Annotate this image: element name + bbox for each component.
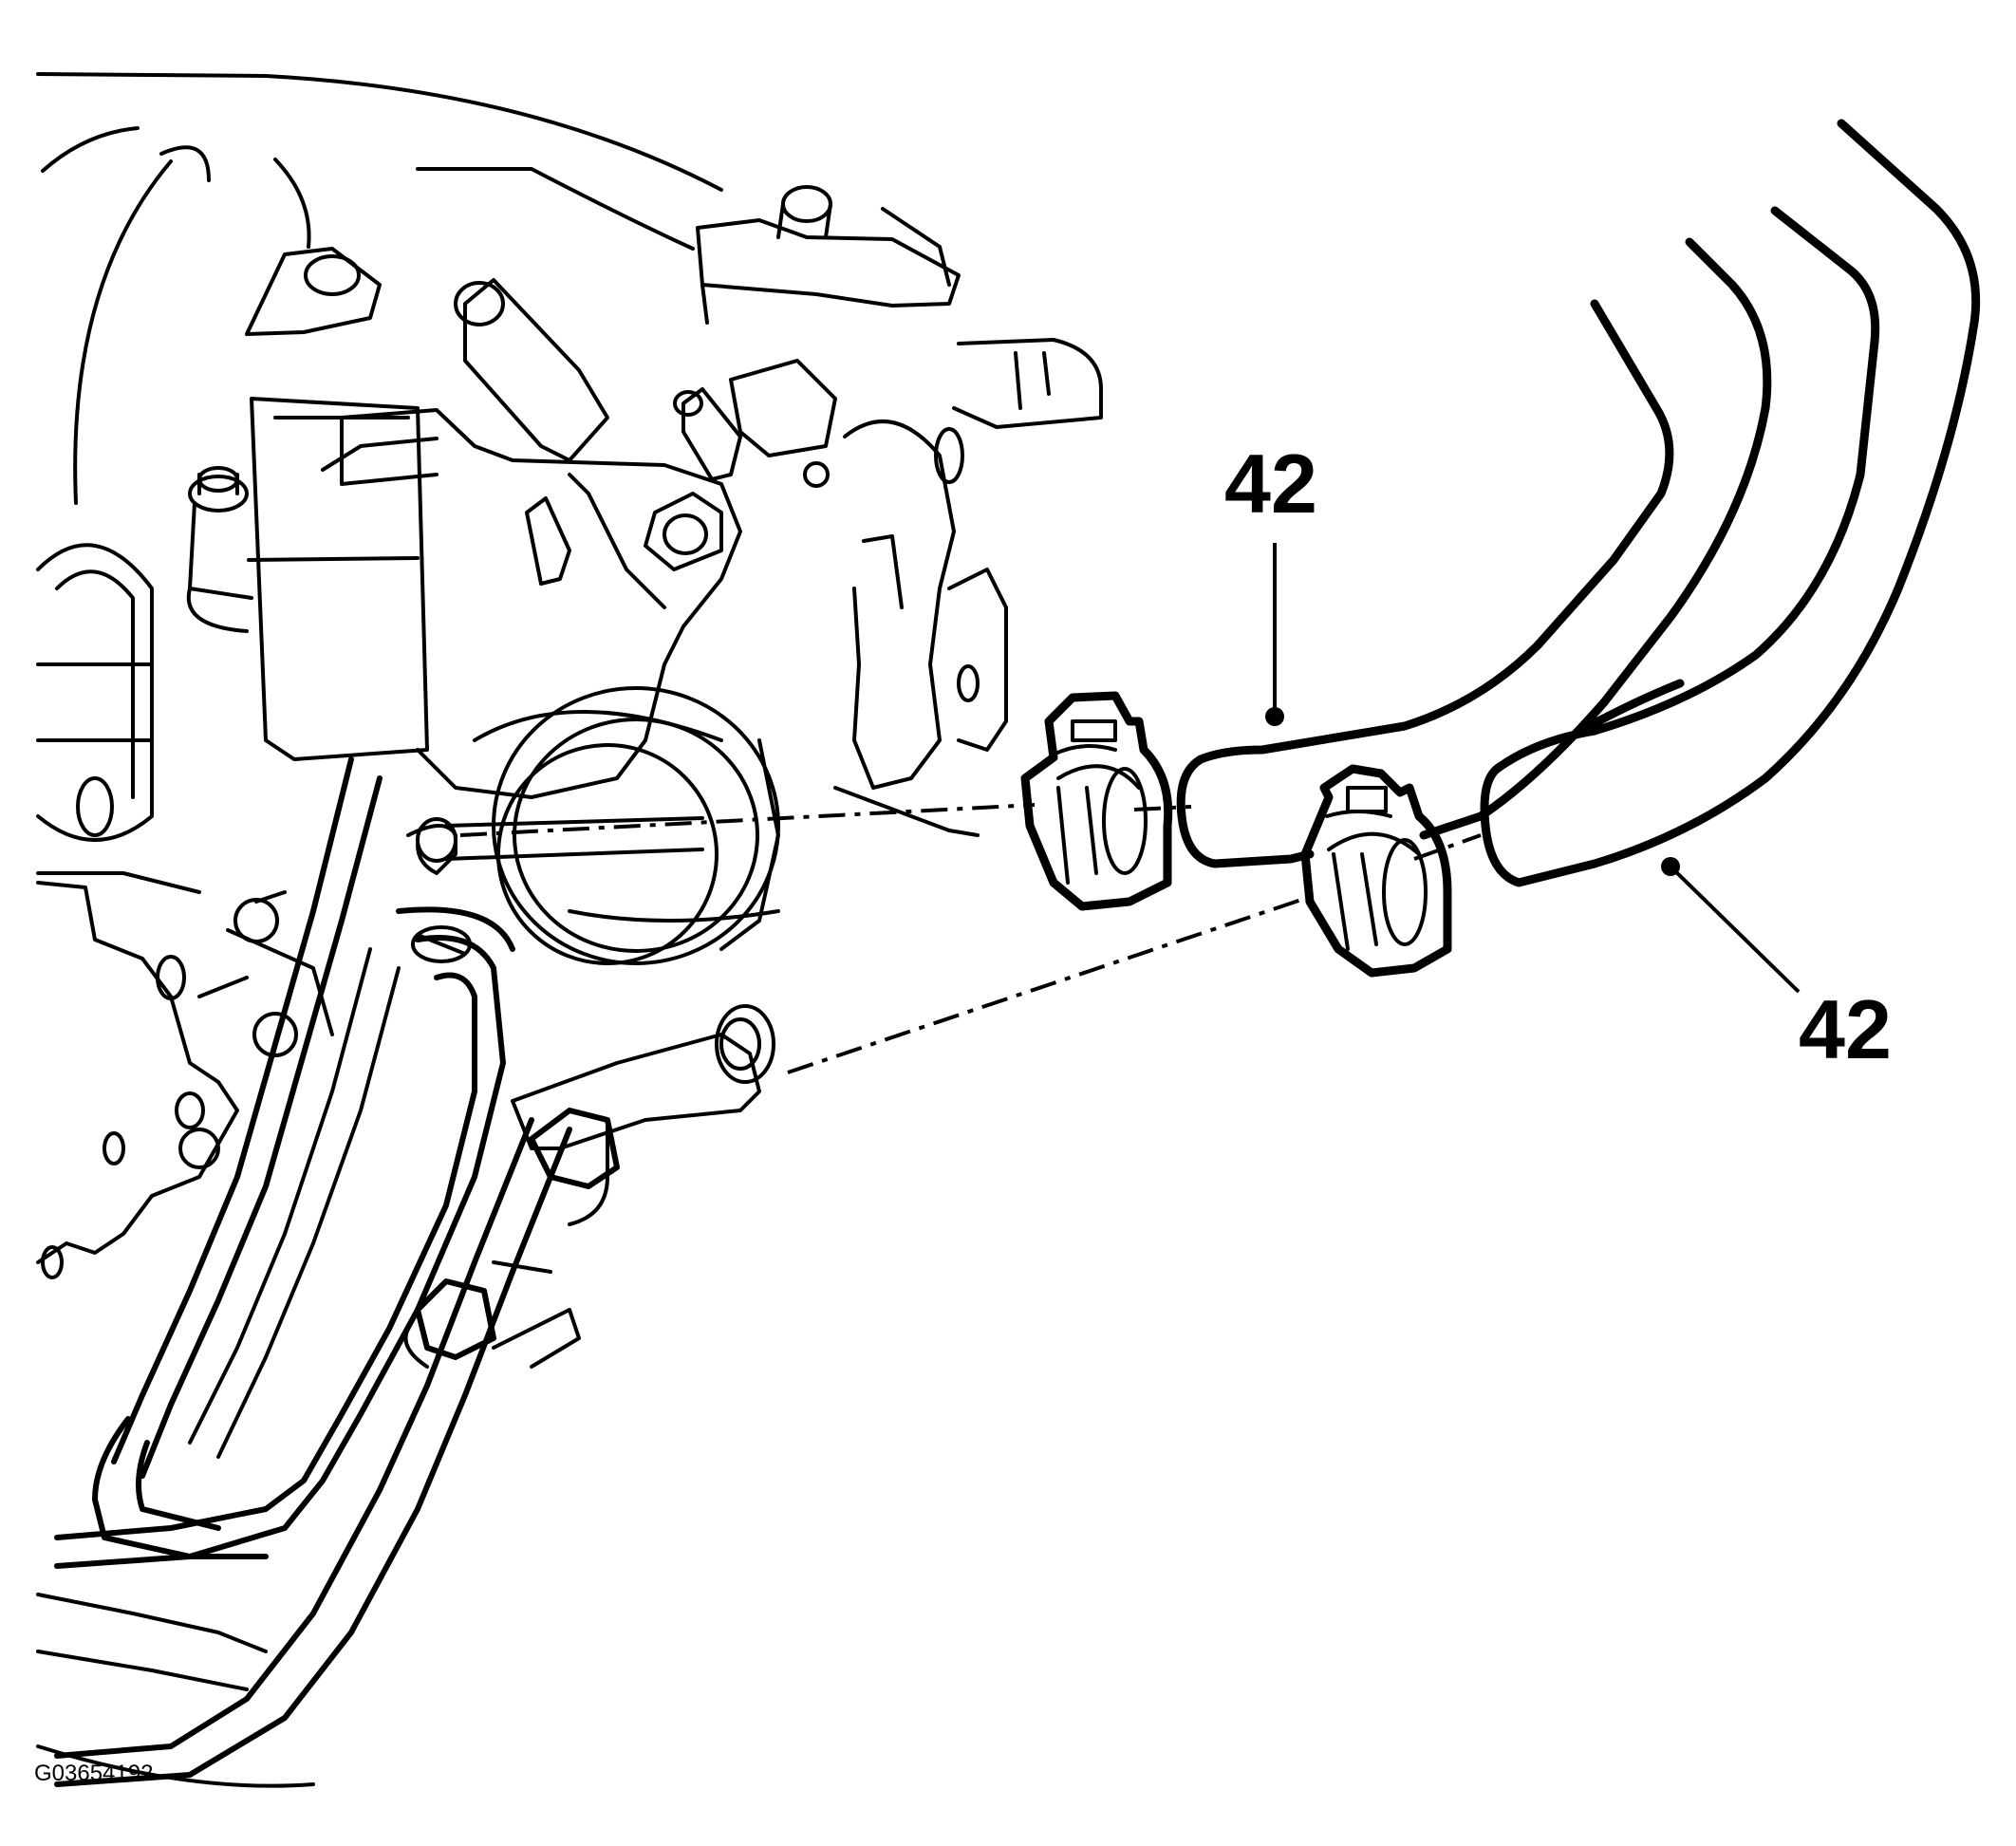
callout-lower-label: 42 bbox=[1799, 982, 1892, 1076]
callout-upper-label: 42 bbox=[1224, 437, 1317, 531]
callout-lower: 42 bbox=[1661, 857, 1892, 1076]
engine-assembly-illustration bbox=[36, 72, 1103, 1788]
figure-id: G03654192 bbox=[34, 1761, 153, 1786]
hose-lower bbox=[1480, 119, 1981, 887]
hose-clamp-upper bbox=[1020, 691, 1173, 911]
callout-upper-dot bbox=[1265, 707, 1284, 726]
hose-clamp-lower bbox=[1300, 764, 1452, 978]
callout-upper: 42 bbox=[1224, 437, 1317, 726]
hose-upper bbox=[1176, 237, 1772, 868]
